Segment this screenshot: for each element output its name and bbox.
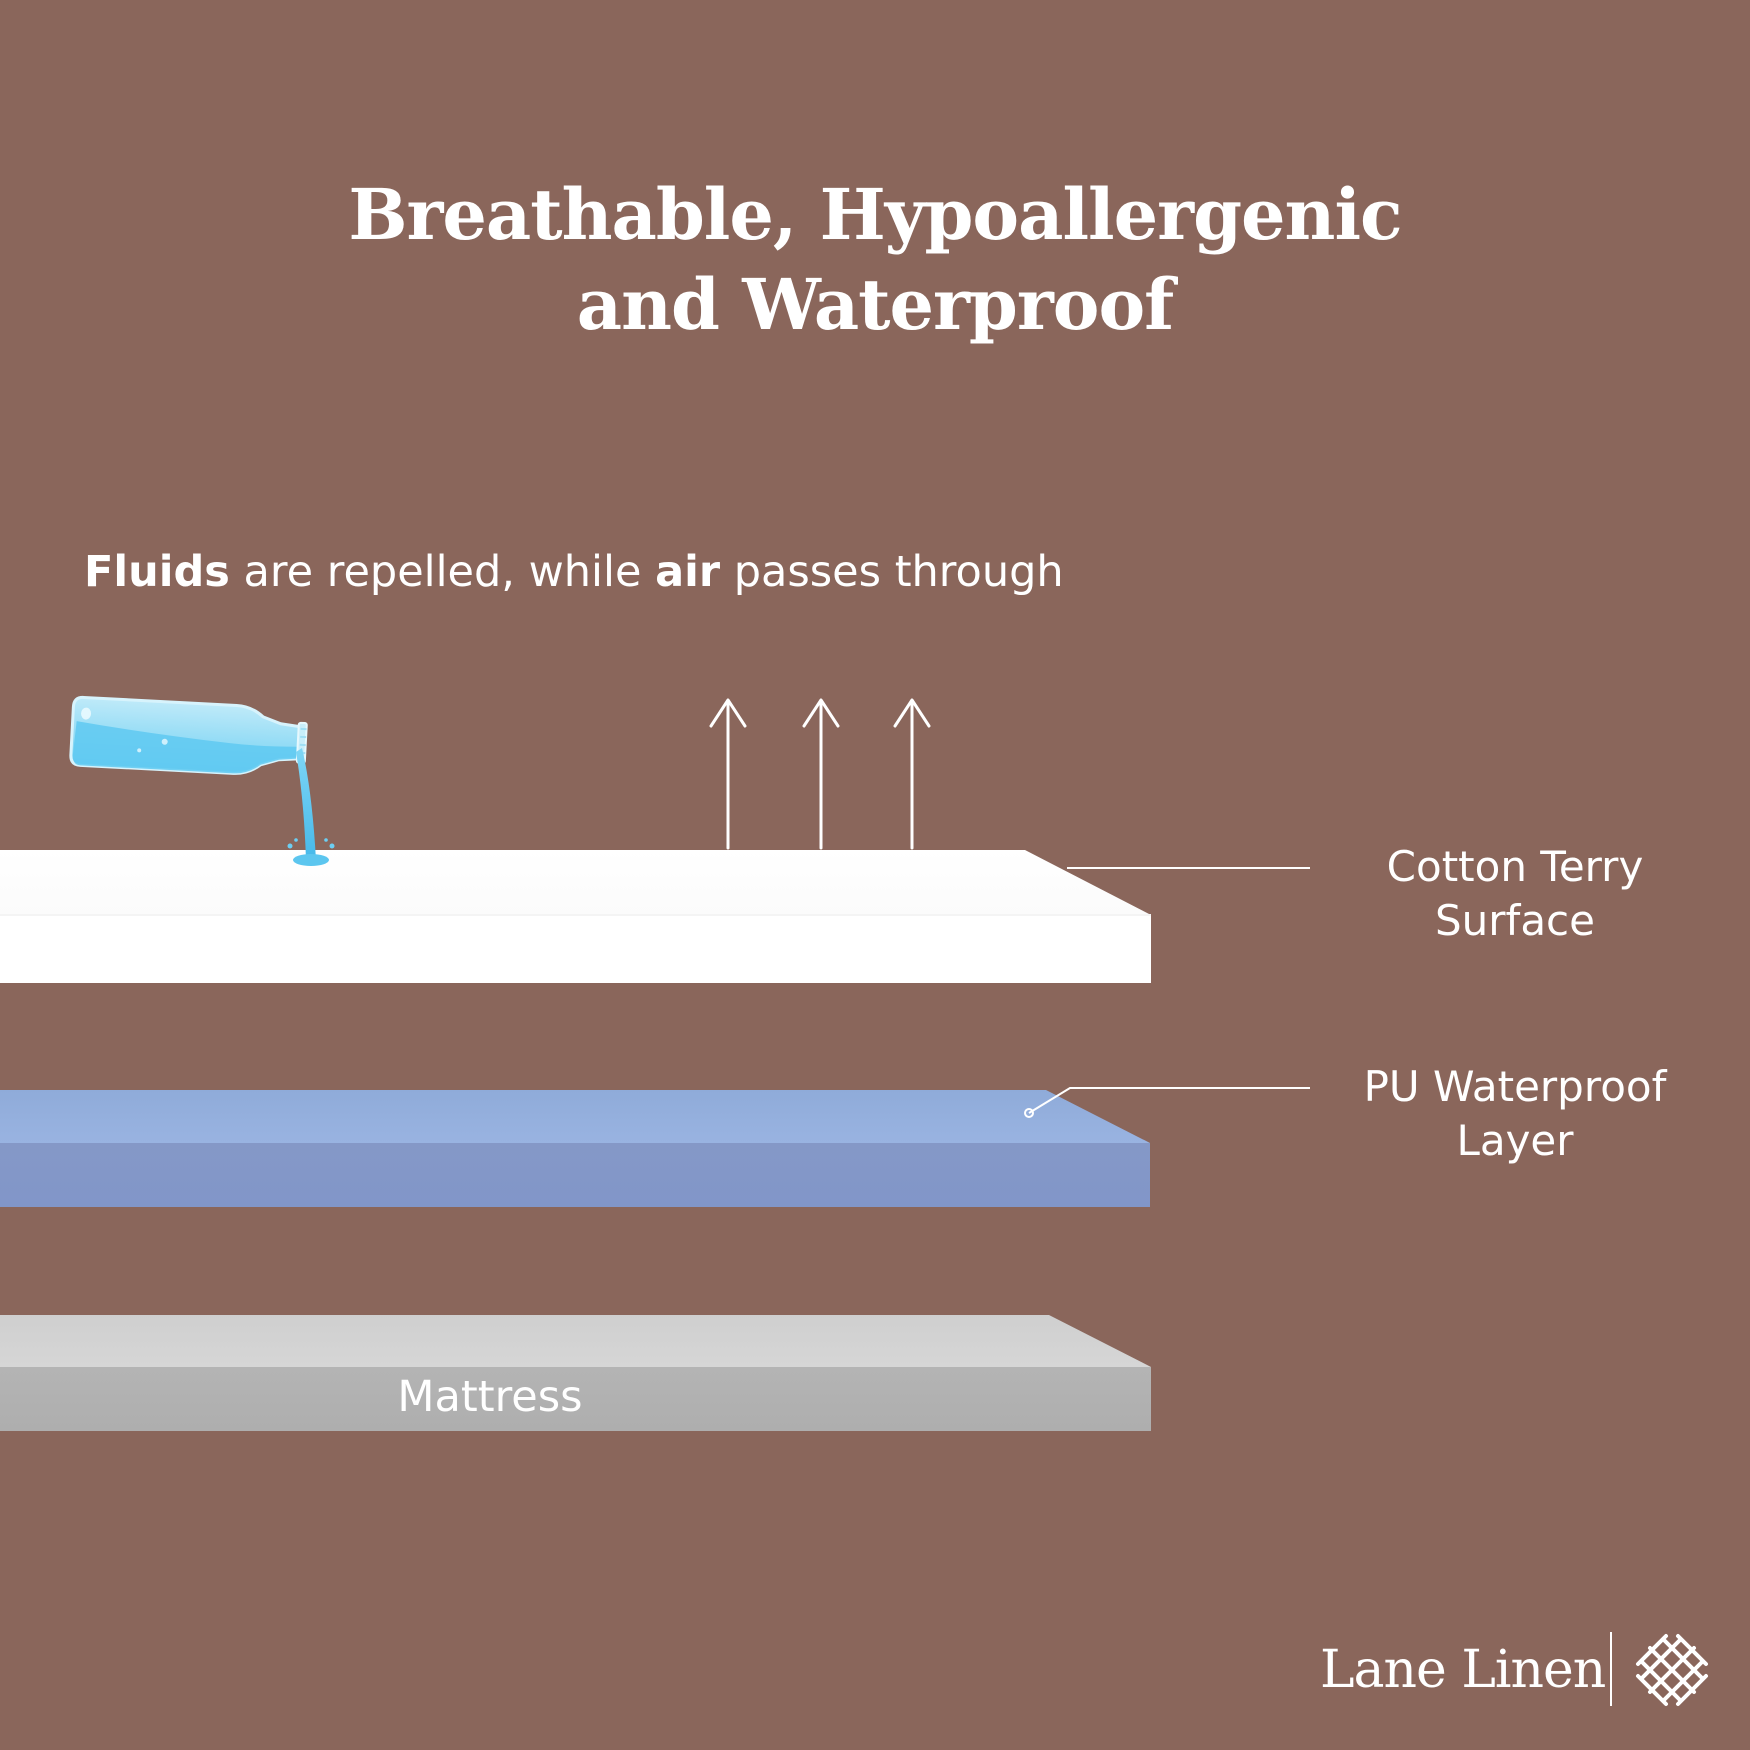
pu-waterproof-label-line-2: Layer <box>1456 1116 1574 1165</box>
title-line-1: Breathable, Hypoallergenic <box>348 173 1402 256</box>
cotton-terry-top <box>0 850 1151 915</box>
pu-waterproof-layer <box>0 1090 1150 1207</box>
caption-text-2: passes through <box>720 547 1064 597</box>
pu-waterproof-top <box>0 1090 1150 1143</box>
water-stream <box>296 748 316 860</box>
cotton-terry-front <box>0 915 1151 983</box>
water-splash <box>293 854 329 866</box>
pu-waterproof-front <box>0 1143 1150 1207</box>
water-bottle-icon <box>69 695 335 866</box>
pu-waterproof-label: PU Waterproof Layer <box>1315 1060 1715 1168</box>
diagram-caption: Fluids are repelled, while air passes th… <box>84 540 1064 604</box>
cotton-terry-label-line-1: Cotton Terry <box>1386 842 1644 891</box>
cotton-terry-label-line-2: Surface <box>1434 896 1595 945</box>
page-title: Breathable, Hypoallergenic and Waterproo… <box>0 170 1750 350</box>
caption-text-1: are repelled, while <box>229 547 656 597</box>
mattress-front <box>0 1367 1151 1431</box>
air-arrow-icon <box>709 698 747 850</box>
title-line-2: and Waterproof <box>576 263 1175 346</box>
brand-name: Lane Linen <box>1320 1640 1606 1700</box>
air-arrow-icon <box>893 698 931 850</box>
woven-lattice-icon <box>1636 1634 1708 1706</box>
pu-waterproof-leader-line <box>1028 1087 1310 1114</box>
air-arrow-icon <box>802 698 840 850</box>
cotton-terry-label: Cotton Terry Surface <box>1315 840 1715 948</box>
mattress-top <box>0 1315 1151 1367</box>
air-arrows <box>709 698 931 850</box>
brand-divider <box>1610 1632 1612 1706</box>
cotton-terry-layer <box>0 850 1151 983</box>
caption-air: air <box>655 547 721 597</box>
mattress-layer <box>0 1315 1151 1431</box>
caption-fluids: Fluids <box>84 547 230 597</box>
mattress-label: Mattress <box>397 1372 583 1422</box>
pu-waterproof-leader-dot <box>1024 1108 1034 1118</box>
pu-waterproof-label-line-1: PU Waterproof <box>1363 1062 1667 1111</box>
